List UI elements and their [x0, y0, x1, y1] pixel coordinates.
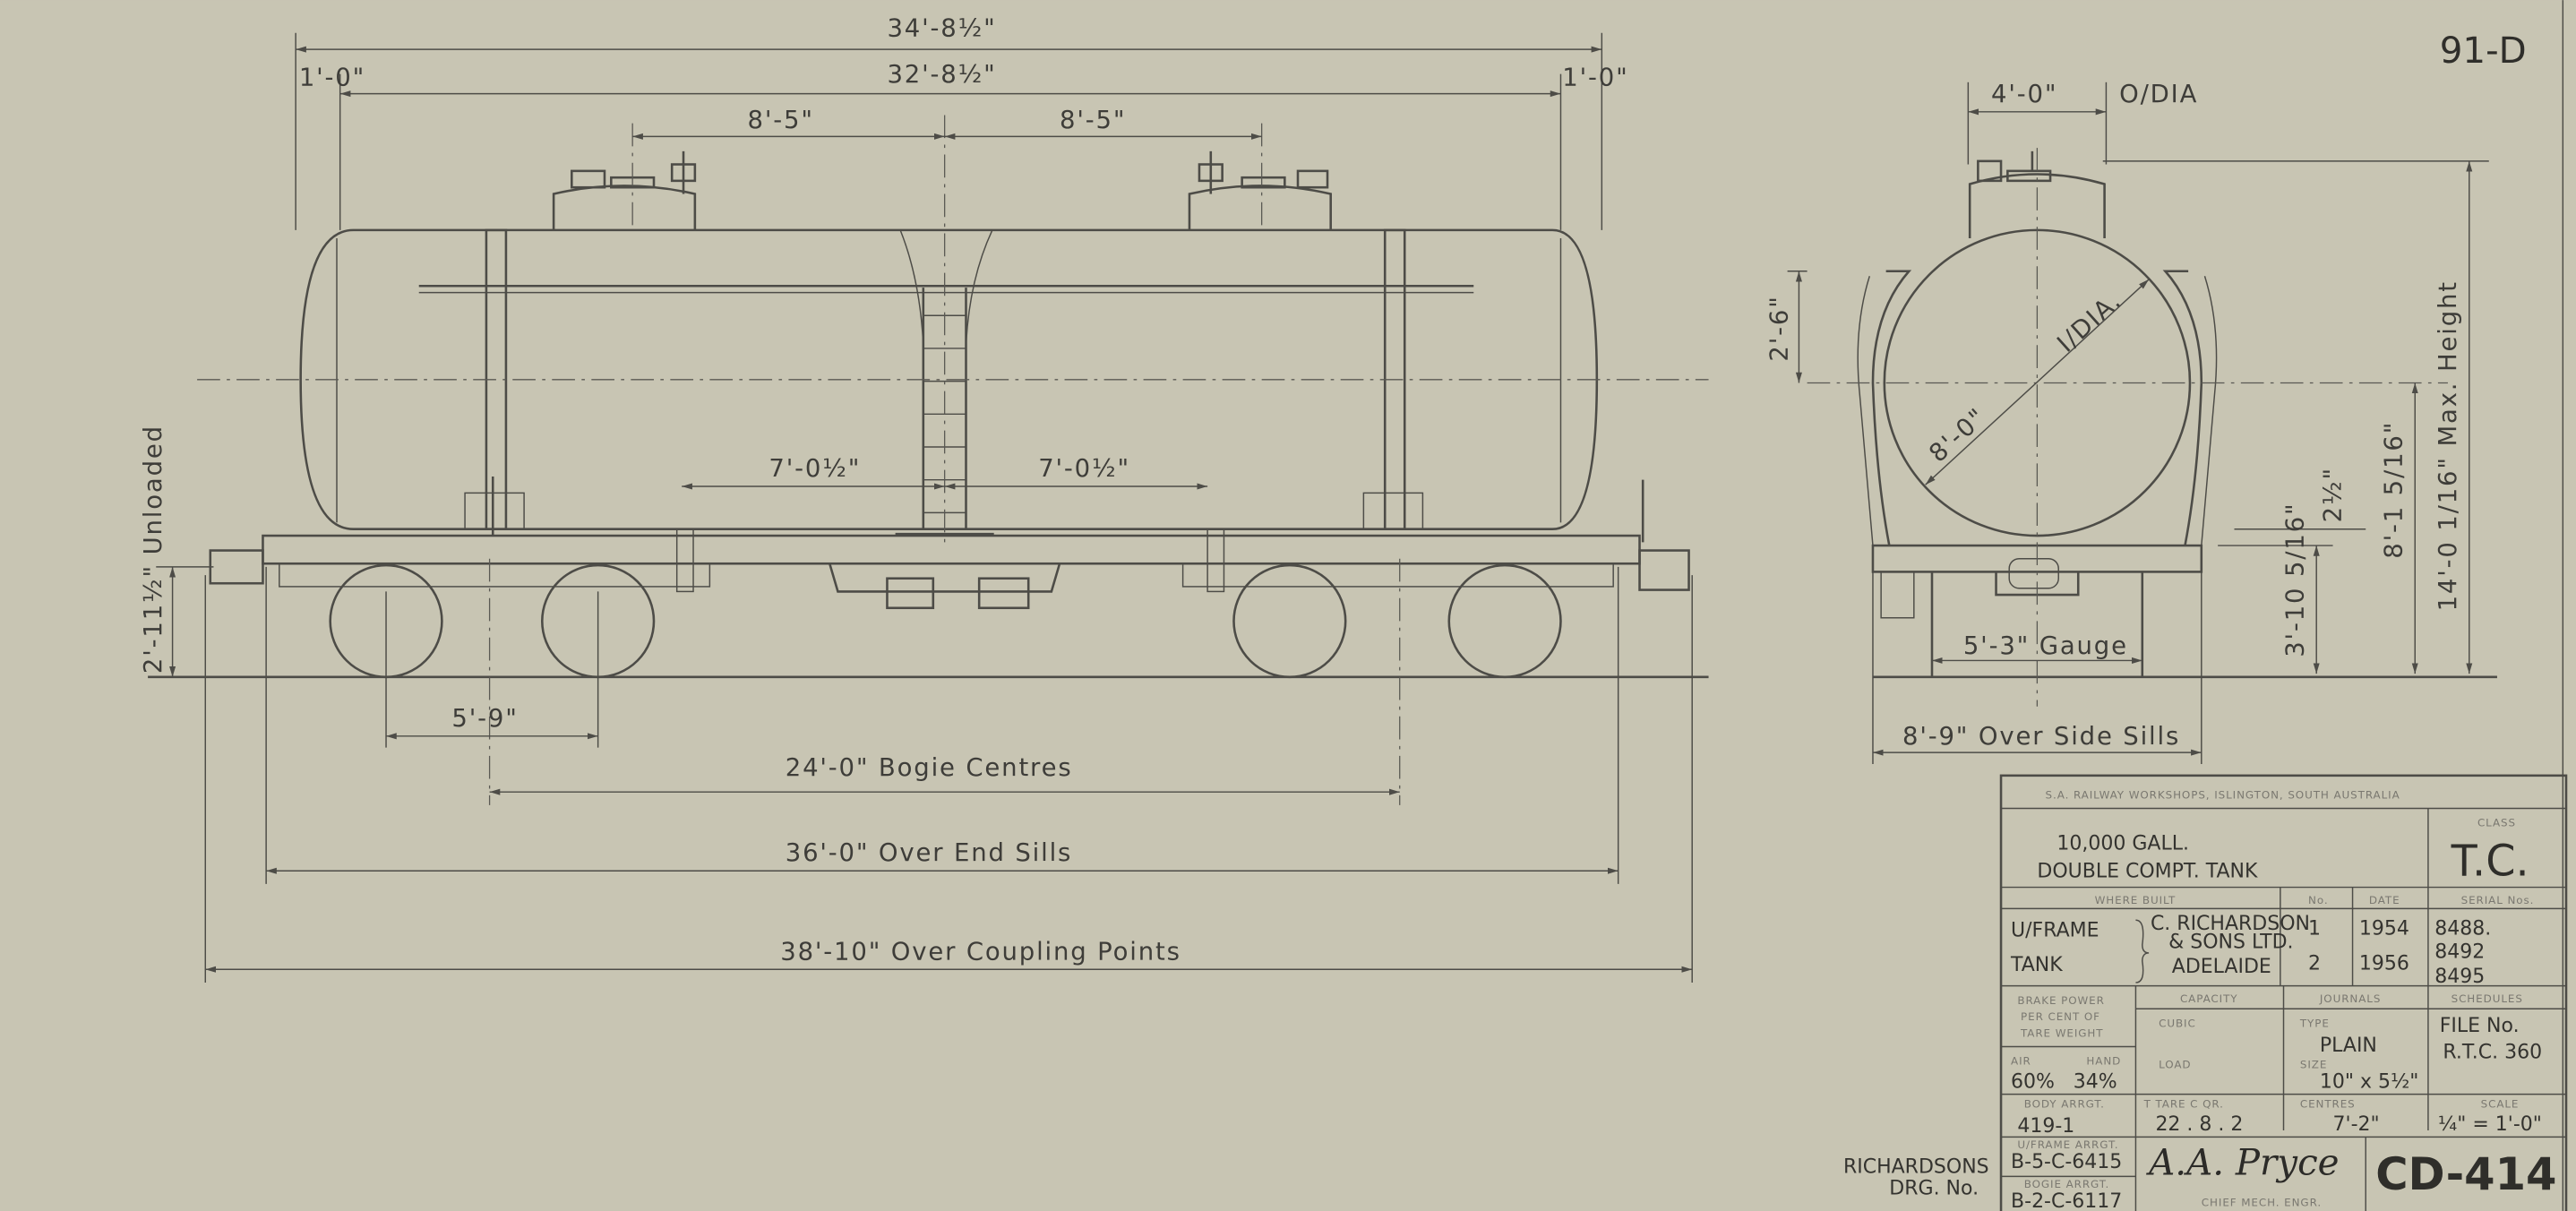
side-view: 34'-8½" 32'-8½" 1'-0" 1'-0" 8'-5" 8'-5" …	[139, 13, 1709, 983]
journal-size: 10" x 5½"	[2320, 1070, 2419, 1093]
journal-type: PLAIN	[2320, 1035, 2377, 1057]
size-label: SIZE	[2300, 1058, 2327, 1070]
dim-coupler-height: 2'-11½" Unloaded	[139, 425, 167, 674]
dim-gauge: 5'-3" Gauge	[1963, 631, 2128, 660]
title-block: S.A. RAILWAY WORKSHOPS, ISLINGTON, SOUTH…	[1999, 774, 2568, 1211]
builder-line1: C. RICHARDSON	[2151, 913, 2310, 935]
hand-value: 34%	[2074, 1070, 2117, 1093]
brake-label-2: PER CENT OF	[2021, 1010, 2100, 1023]
dim-ladder-right: 7'-0½"	[1038, 454, 1130, 483]
dim-ladder-left: 7'-0½"	[769, 454, 861, 483]
tare-value: 22 . 8 . 2	[2155, 1113, 2243, 1136]
build-2-date: 1956	[2359, 952, 2409, 975]
file-no: R.T.C. 360	[2443, 1041, 2542, 1063]
signature: A.A. Pryce	[2145, 1142, 2339, 1184]
air-value: 60%	[2011, 1070, 2055, 1093]
builder-line2: & SONS LTD.	[2168, 931, 2293, 953]
dim-end-left: 1'-0"	[299, 63, 365, 91]
uframe-arrgt-label: U/FRAME ARRGT.	[2017, 1138, 2118, 1151]
class-label: CLASS	[2477, 817, 2516, 829]
dim-dome-height: 2'-6"	[1765, 295, 1794, 361]
dim-dome-dia: 4'-0"	[1991, 80, 2057, 108]
dim-over-end-sills: 36'-0" Over End Sills	[786, 838, 1072, 867]
scale-value: ¼" = 1'-0"	[2438, 1113, 2542, 1136]
richardsons-label: RICHARDSONS	[1843, 1156, 1989, 1179]
bogie-arrgt: B-2-C-6117	[2011, 1190, 2122, 1211]
serial-extra: 8495	[2434, 966, 2485, 988]
hand-label: HAND	[2086, 1055, 2121, 1068]
drawing-number: CD-414	[2375, 1148, 2556, 1200]
build-1-date: 1954	[2359, 918, 2409, 940]
serial-label: SERIAL Nos.	[2461, 894, 2535, 906]
part-tank: TANK	[2010, 954, 2063, 976]
journals-label: JOURNALS	[2319, 992, 2381, 1005]
load-label: LOAD	[2159, 1058, 2191, 1070]
drawing-title-line1: 10,000 GALL.	[2057, 832, 2189, 855]
where-built-label: WHERE BUILT	[2095, 894, 2177, 906]
dim-sill-gap: 2½"	[2319, 467, 2348, 522]
build-1-no: 1	[2308, 918, 2321, 940]
schedules-label: SCHEDULES	[2451, 992, 2523, 1005]
dim-centre-height: 8'-1 5/16"	[2380, 421, 2409, 559]
bogie-arrgt-label: BOGIE ARRGT.	[2024, 1178, 2110, 1190]
file-label: FILE No.	[2440, 1015, 2520, 1037]
dim-sill-height: 3'-10 5/16"	[2281, 502, 2310, 657]
uframe-arrgt: B-5-C-6415	[2011, 1151, 2122, 1173]
sheet-ref: 91-D	[2440, 30, 2527, 72]
dim-bogie-wheelbase: 5'-9"	[451, 704, 518, 733]
no-label: No.	[2308, 894, 2329, 906]
tank-barrel	[299, 228, 1599, 530]
title-block-header: S.A. RAILWAY WORKSHOPS, ISLINGTON, SOUTH…	[2046, 789, 2400, 802]
dim-over-coupling: 38'-10" Over Coupling Points	[780, 937, 1181, 966]
tare-label: T TARE C QR.	[2143, 1097, 2224, 1110]
type-label: TYPE	[2299, 1017, 2330, 1029]
drawing-title-line2: DOUBLE COMPT. TANK	[2037, 861, 2258, 883]
dim-tank-length-label: 32'-8½"	[887, 60, 996, 89]
body-arrgt-label: BODY ARRGT.	[2024, 1097, 2105, 1110]
brake-label-1: BRAKE POWER	[2017, 994, 2104, 1007]
builder-line3: ADELAIDE	[2172, 956, 2271, 978]
dim-dome-left: 8'-5"	[748, 106, 814, 134]
dim-max-height: 14'-0 1/16" Max. Height	[2434, 280, 2462, 611]
dome-right	[1188, 150, 1332, 230]
dim-overall-length-label: 34'-8½"	[887, 13, 996, 42]
capacity-label: CAPACITY	[2180, 992, 2238, 1005]
signatory-title: CHIEF MECH. ENGR.	[2202, 1196, 2322, 1208]
cubic-label: CUBIC	[2159, 1017, 2196, 1029]
build-2-no: 2	[2308, 952, 2321, 975]
centres-label: CENTRES	[2300, 1097, 2356, 1110]
part-uframe: U/FRAME	[2011, 920, 2099, 942]
dim-bogie-centres: 24'-0" Bogie Centres	[786, 753, 1073, 782]
date-label: DATE	[2369, 894, 2400, 906]
air-label: AIR	[2011, 1055, 2031, 1068]
body-arrgt: 419-1	[2017, 1115, 2074, 1138]
dim-dome-right: 8'-5"	[1060, 106, 1126, 134]
scale-label: SCALE	[2481, 1097, 2520, 1110]
dim-end-right: 1'-0"	[1562, 63, 1628, 91]
brake-label-3: TARE WEIGHT	[2020, 1026, 2103, 1039]
class-value: T.C.	[2451, 837, 2529, 887]
richardsons-drg-label: DRG. No.	[1889, 1178, 1979, 1200]
centres-value: 7'-2"	[2333, 1113, 2380, 1136]
dim-over-side-sills: 8'-9" Over Side Sills	[1902, 722, 2180, 751]
end-view: 4'-0" O/DIA 2'-6" 8'-0" I/DIA. 14'-0 1/1…	[1765, 80, 2497, 764]
build-2-serial: 8492	[2434, 940, 2485, 963]
build-1-serial: 8488.	[2434, 918, 2491, 940]
dim-dome-dia-suffix: O/DIA	[2119, 80, 2198, 108]
